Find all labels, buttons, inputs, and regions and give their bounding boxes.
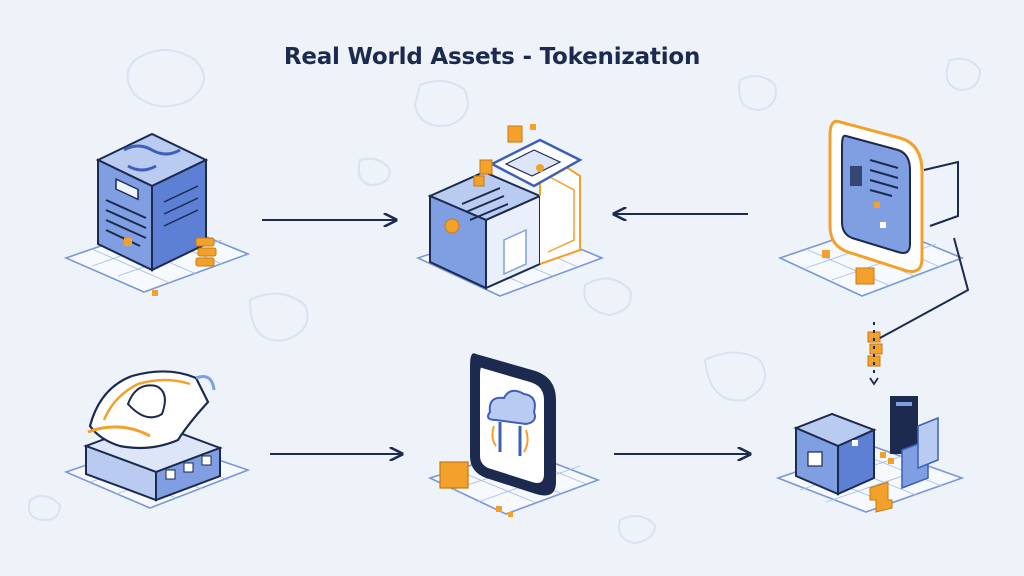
doodle-shape-icon <box>126 49 205 108</box>
doodle-shape-icon <box>618 515 657 545</box>
node-asset-deed <box>63 370 251 509</box>
background-doodles <box>28 49 982 545</box>
tablet-panel-icon <box>822 119 924 285</box>
arrow-chain-down <box>869 377 879 386</box>
node-server-block <box>63 132 251 296</box>
doodle-shape-icon <box>413 80 469 127</box>
node-blockchain-cube <box>775 331 965 513</box>
connector-tablet-to-blockchain <box>879 237 970 339</box>
node-cloud-phone <box>427 353 601 517</box>
doodle-shape-icon <box>738 75 777 112</box>
connectors <box>262 160 970 454</box>
token-cube-icon <box>473 124 536 187</box>
page-title: Real World Assets - Tokenization <box>283 44 701 70</box>
blockchain-cube-icon <box>793 396 939 513</box>
doodle-shape-icon <box>357 157 392 187</box>
doodle-shape-icon <box>583 277 632 317</box>
doodle-shape-icon <box>28 495 62 522</box>
connector-tablet-bracket <box>923 160 959 227</box>
node-tablet-panel <box>777 119 965 297</box>
token-box-icon <box>427 124 583 290</box>
doodle-shape-icon <box>248 292 309 342</box>
cloud-phone-icon <box>439 353 556 517</box>
coin-stack-icon <box>195 237 217 267</box>
asset-deed-icon <box>83 370 223 502</box>
document-card-icon <box>489 138 583 188</box>
doodle-shape-icon <box>703 351 766 402</box>
doodle-shape-icon <box>945 57 982 92</box>
server-block-icon <box>95 132 217 296</box>
node-token-box <box>415 124 605 297</box>
